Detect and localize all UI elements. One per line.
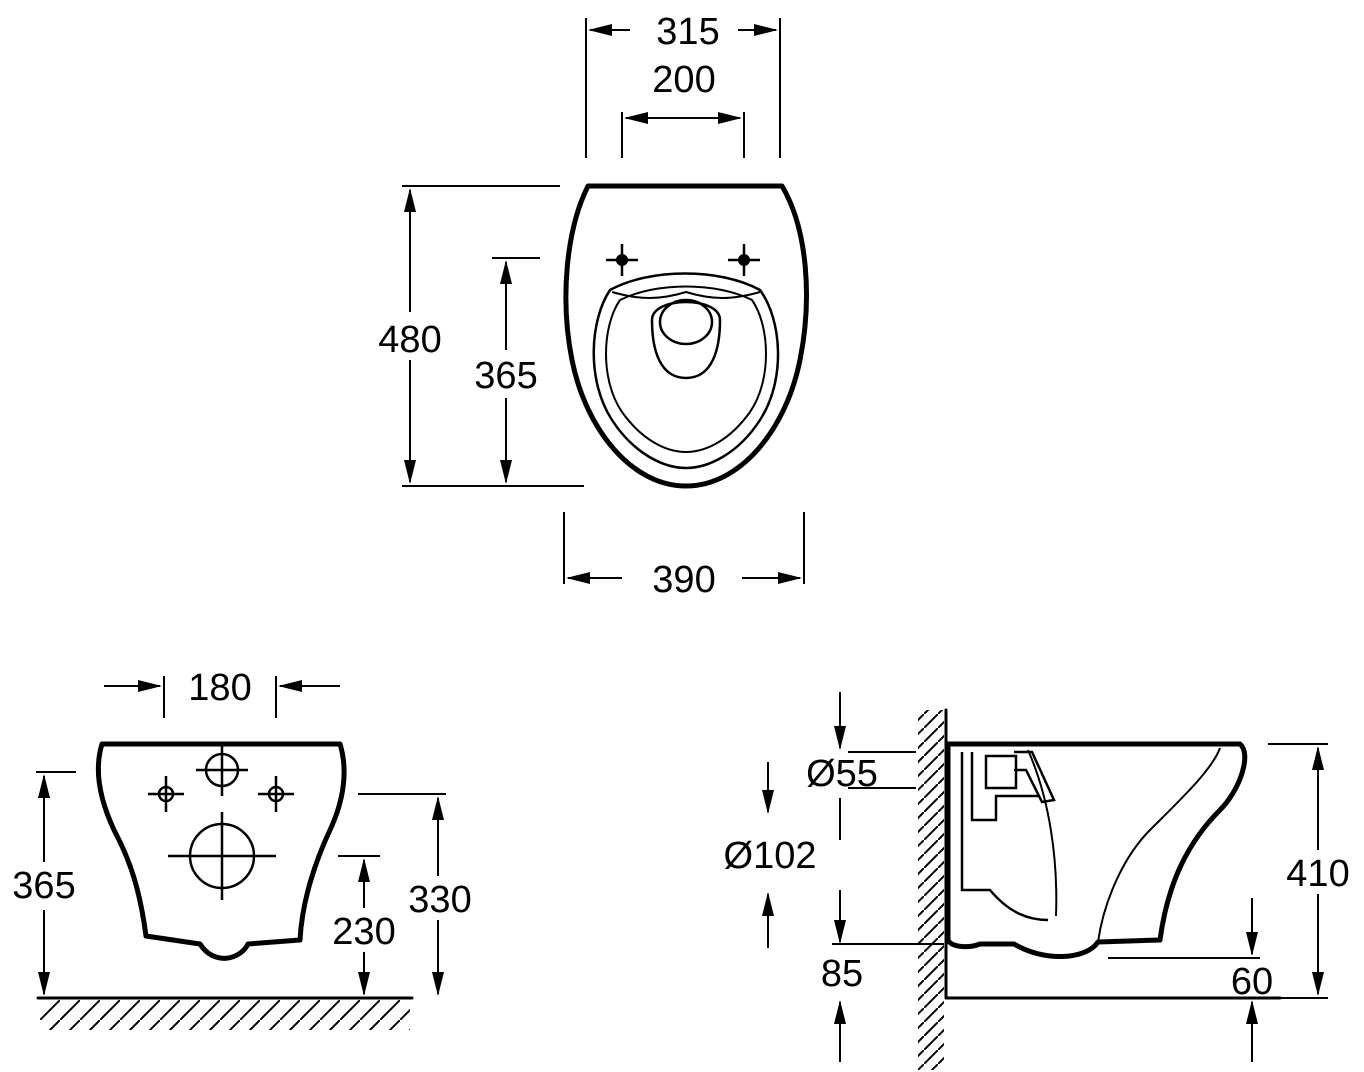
dim-85: 85 [821, 953, 863, 995]
dim-diameter-55: Ø55 [806, 753, 878, 795]
side-view: Ø55 Ø102 85 410 60 [724, 692, 1360, 1070]
floor-hatch [40, 1000, 410, 1030]
drain-outer [650, 300, 722, 380]
drain-inner [658, 298, 714, 346]
dim-410: 410 [1286, 853, 1349, 895]
rear-view: 180 365 230 330 [4, 667, 480, 1030]
top-view: 315 200 480 365 390 [370, 11, 809, 601]
rear-bolt-right [258, 776, 294, 812]
dim-60: 60 [1231, 961, 1273, 1003]
bowl-outline-top [563, 183, 809, 489]
dim-180: 180 [188, 667, 251, 709]
bowl-rim [592, 272, 780, 470]
dim-315: 315 [656, 11, 719, 53]
bowl-outline-side [945, 741, 1248, 959]
dim-365-top: 365 [474, 355, 537, 397]
rear-bolt-left [148, 776, 184, 812]
rear-outlet [168, 812, 276, 900]
dim-390: 390 [652, 559, 715, 601]
mounting-hole-right [728, 244, 760, 276]
dim-200: 200 [652, 59, 715, 101]
bowl-outline-rear [95, 741, 347, 961]
wall-hatch [918, 710, 944, 1000]
rear-inlet [196, 746, 248, 796]
dim-diameter-102: Ø102 [724, 835, 817, 877]
dim-230: 230 [332, 911, 395, 953]
dim-480: 480 [378, 319, 441, 361]
dim-365-rear: 365 [12, 865, 75, 907]
dim-330: 330 [408, 879, 471, 921]
mounting-hole-left [606, 244, 638, 276]
